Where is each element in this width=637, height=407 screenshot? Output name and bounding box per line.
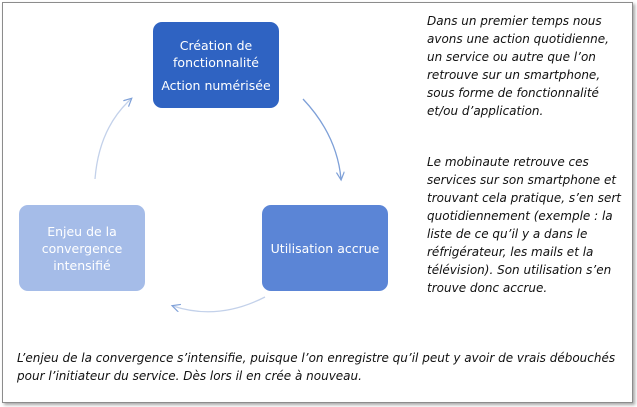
side-paragraph-1: Dans un premier temps nous avons une act… xyxy=(427,14,609,118)
node-creation-fonctionnalite: Création de fonctionnalité Action numéri… xyxy=(153,22,279,108)
arrow-top-to-right xyxy=(302,98,341,179)
node-top-line-3: Action numérisée xyxy=(161,77,271,93)
cycle-arrows xyxy=(94,3,632,313)
figure-frame: Création de fonctionnalité Action numéri… xyxy=(2,2,633,403)
node-utilisation-accrue: Utilisation accrue xyxy=(262,205,388,291)
node-left-line-1: Enjeu de la xyxy=(47,223,117,239)
arrow-right-to-left xyxy=(173,296,266,313)
side-paragraph-2: Le mobinaute retrouve ces services sur s… xyxy=(427,155,621,295)
node-left-line-3: intensifié xyxy=(53,257,111,273)
node-left-line-2: convergence xyxy=(41,240,123,256)
node-enjeu-convergence: Enjeu de la convergence intensifié xyxy=(19,205,145,291)
node-right-line-1: Utilisation accrue xyxy=(270,240,380,256)
node-top-line-1: Création de xyxy=(179,37,253,53)
node-top-line-2: fonctionnalité xyxy=(173,54,259,70)
arrow-left-to-top xyxy=(94,99,131,180)
caption: L’enjeu de la convergence s’intensifie, … xyxy=(17,351,616,383)
